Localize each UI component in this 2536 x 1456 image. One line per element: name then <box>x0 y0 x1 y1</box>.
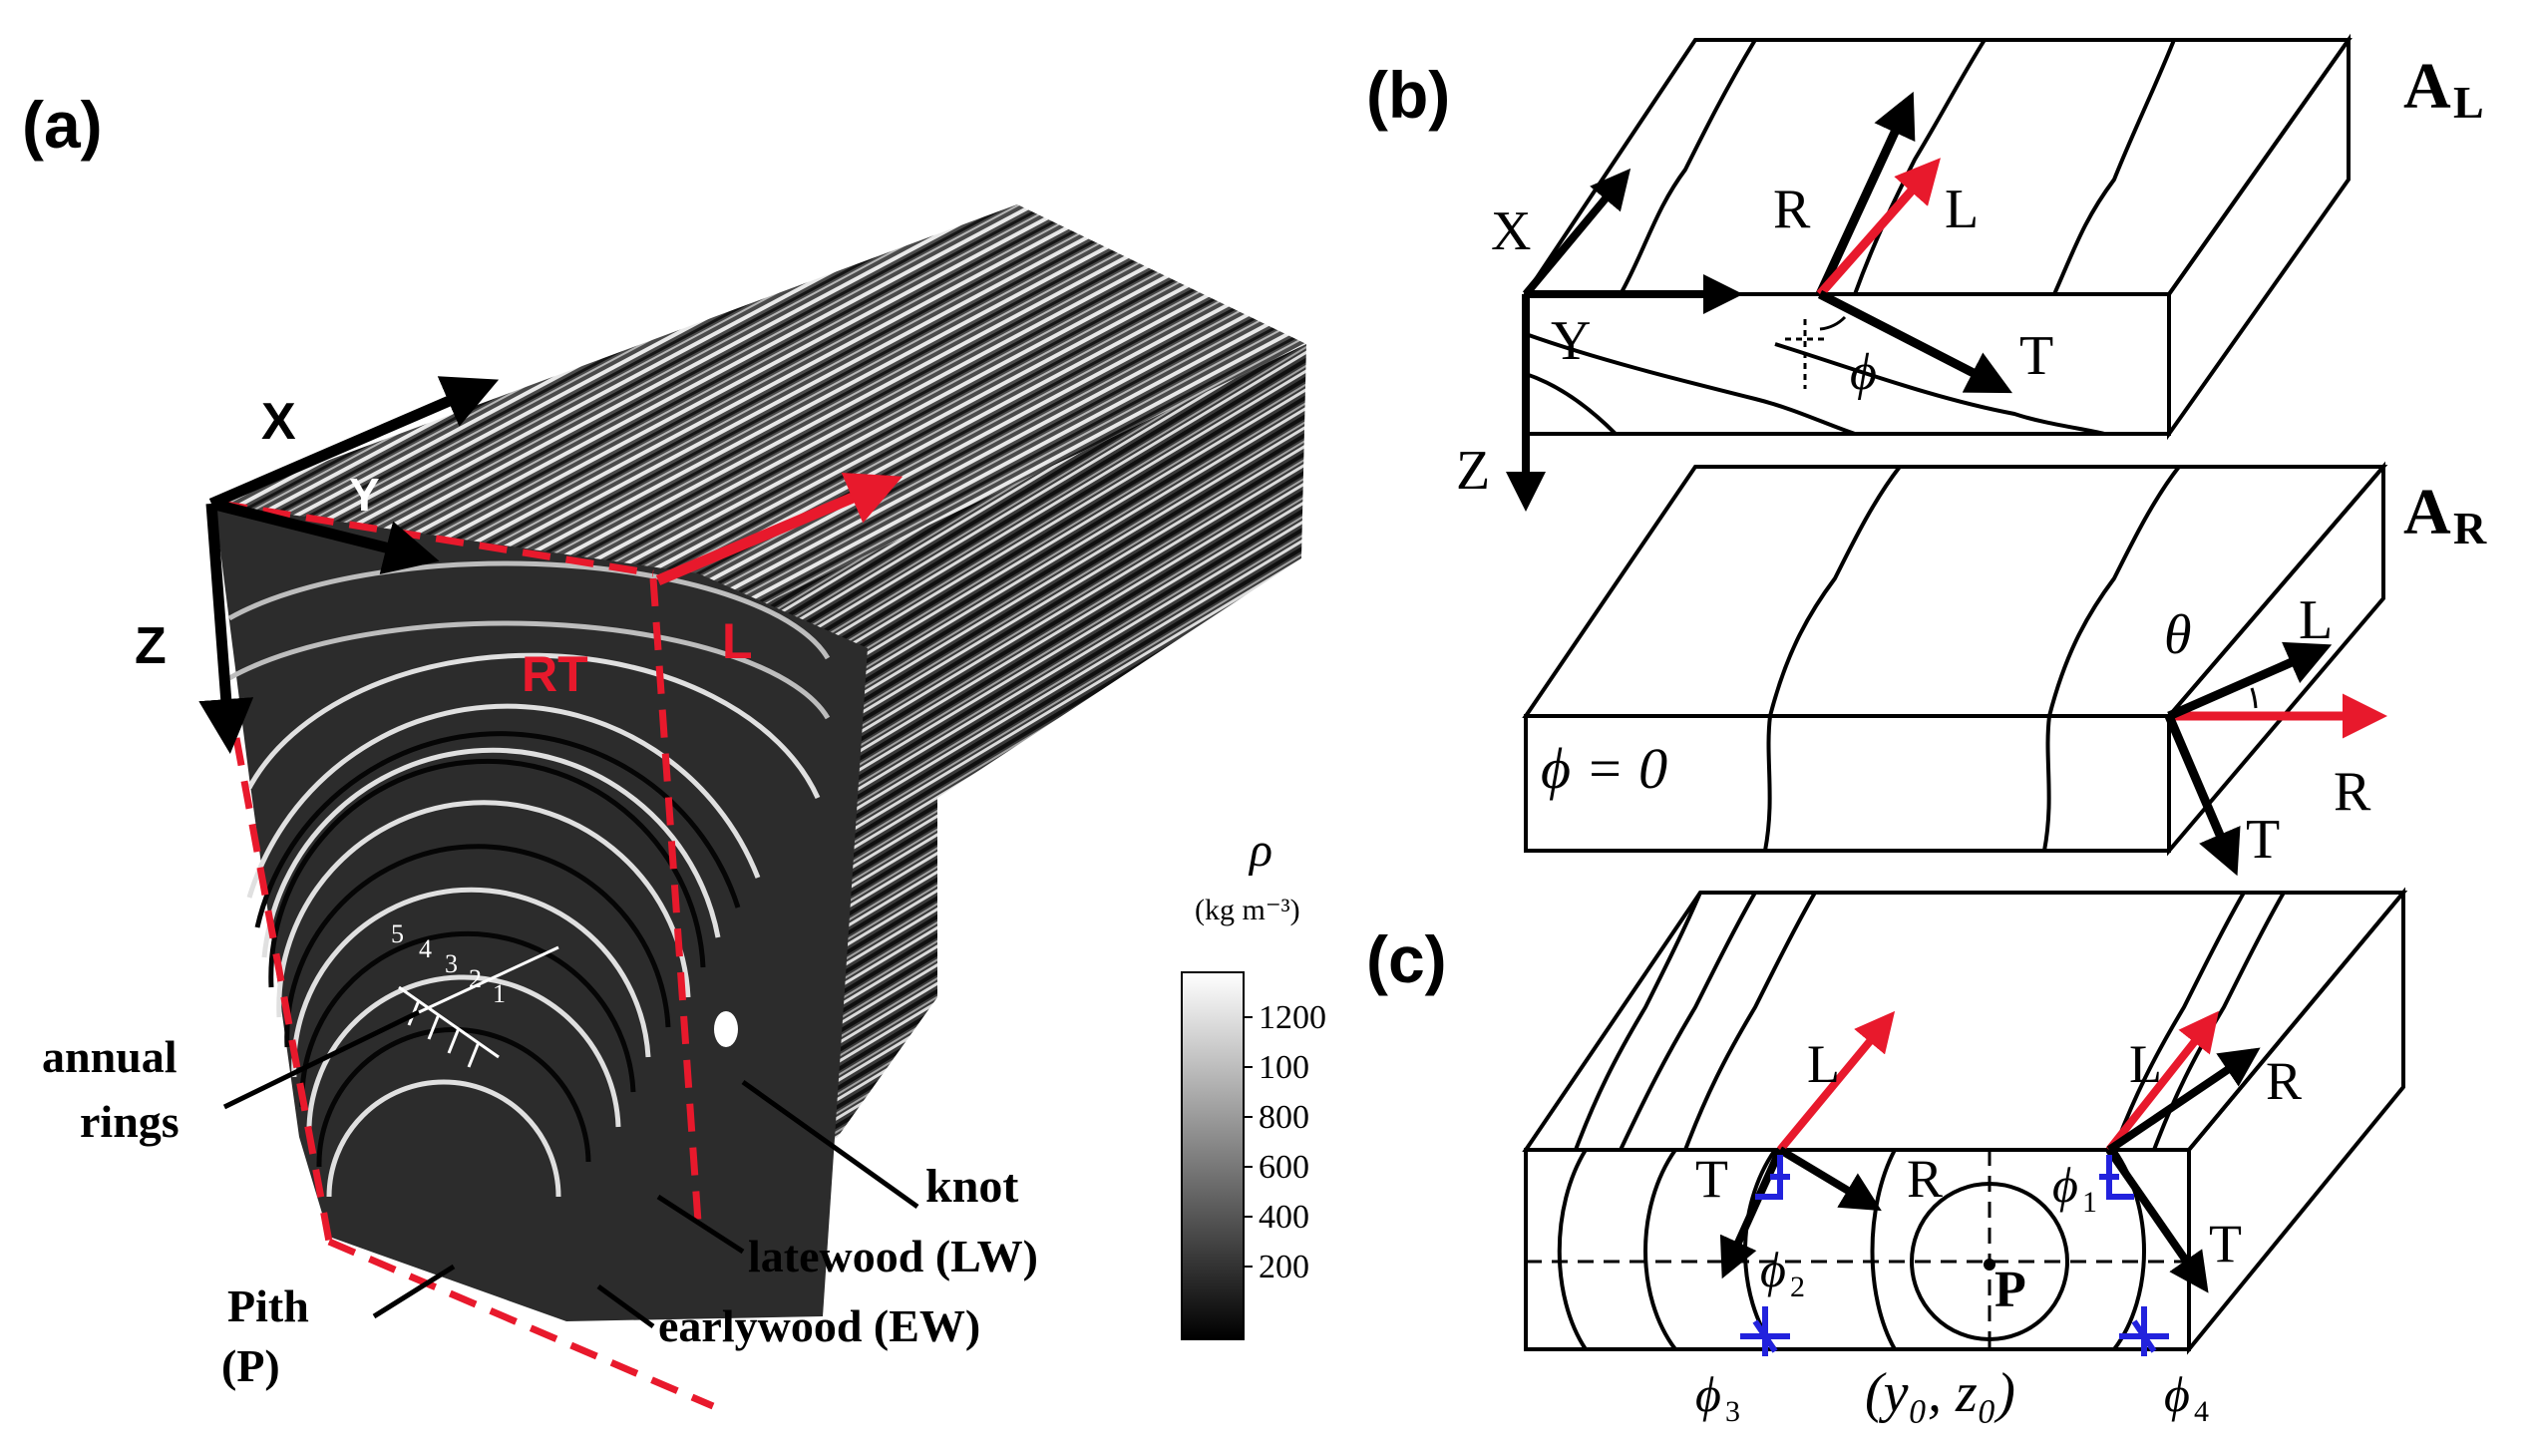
al-vector-t-label: T <box>2019 325 2053 387</box>
panel-a-label: (a) <box>22 88 103 162</box>
ring-number-3: 3 <box>445 949 458 978</box>
panel-b: (b) A L X Y Z R <box>1366 33 2487 877</box>
al-name-sub: L <box>2453 77 2484 128</box>
right-vector-set <box>2105 1010 2261 1293</box>
c-right-t-label: T <box>2209 1214 2242 1274</box>
axis-z-arrow <box>198 503 254 754</box>
annual-rings-label-line1: annual <box>42 1031 178 1082</box>
rt-label: RT <box>522 646 588 702</box>
al-name-main: A <box>2403 50 2451 123</box>
al-vector-l-label: L <box>1945 179 1979 240</box>
phi3-sub: 3 <box>1725 1395 1740 1428</box>
blue-angle-markers <box>1740 1155 2169 1356</box>
pith-point <box>1984 1259 1995 1271</box>
colorbar-symbol: ρ <box>1248 824 1272 877</box>
pith-p-label: P <box>1994 1262 2026 1318</box>
al-vector-r-label: R <box>1773 179 1811 240</box>
panel-b-label: (b) <box>1366 58 1450 132</box>
ar-equation: ϕ = 0 <box>1541 736 1667 801</box>
block-c <box>1522 887 2408 1355</box>
ring-ticks <box>398 985 500 1068</box>
ring-number-4: 4 <box>419 934 432 963</box>
colorbar-tick-100: 100 <box>1259 1049 1309 1086</box>
pith-label-line2: (P) <box>221 1340 280 1391</box>
block-ar <box>1522 461 2388 857</box>
earlywood-label: earlywood (EW) <box>658 1300 980 1351</box>
phi4-sub: 4 <box>2194 1395 2209 1428</box>
latewood-label: latewood (LW) <box>748 1231 1038 1281</box>
colorbar-tick-800: 800 <box>1259 1099 1309 1136</box>
l-direction-arrow <box>655 472 904 586</box>
block-al <box>1522 33 2353 441</box>
c-right-r-label: R <box>2266 1051 2302 1111</box>
ar-vector-l-label: L <box>2299 589 2333 651</box>
l-label: L <box>722 613 753 669</box>
colorbar-tick-200: 200 <box>1259 1249 1309 1285</box>
phi3-label: ϕ <box>1695 1366 1721 1422</box>
panel-a: (a) <box>22 88 1326 1410</box>
block-ar-vectors <box>2164 641 2387 877</box>
colorbar-gradient <box>1181 971 1245 1340</box>
colorbar-tick-600: 600 <box>1259 1149 1309 1186</box>
annual-ring-arcs <box>227 560 831 1198</box>
annual-ring-arcs-dark <box>254 731 741 1168</box>
ar-angle-theta: θ <box>2164 604 2192 666</box>
ar-vector-t-label: T <box>2246 809 2280 871</box>
ar-name-main: A <box>2403 476 2451 548</box>
c-left-r-label: R <box>1907 1149 1943 1209</box>
panel-c-label: (c) <box>1366 922 1447 996</box>
wood-front-face <box>214 504 868 1321</box>
pith-coords-label: (y₀, z₀) <box>1865 1362 2015 1424</box>
annotation-leaders-white <box>418 945 559 1014</box>
phi4-label: ϕ <box>2164 1366 2190 1422</box>
c-left-t-label: T <box>1695 1149 1728 1209</box>
left-vector-set <box>1719 1010 1896 1279</box>
ring-number-5: 5 <box>391 919 404 948</box>
phi1-label: ϕ <box>2052 1157 2078 1213</box>
ar-vector-r-label: R <box>2334 761 2371 823</box>
colorbar-tick-1200: 1200 <box>1259 999 1326 1036</box>
annual-rings-label-line2: rings <box>80 1096 180 1147</box>
al-angle-phi: ϕ <box>1850 344 1877 401</box>
axis-y-label: Y <box>349 469 380 521</box>
knot-label: knot <box>925 1160 1018 1213</box>
c-left-l-label: L <box>1807 1034 1840 1094</box>
ar-name-sub: R <box>2453 503 2487 553</box>
annotation-leaders <box>222 1009 919 1329</box>
axis-z-label: Z <box>135 617 167 675</box>
phi2-label: ϕ <box>1760 1242 1786 1297</box>
axis-x-label: X <box>261 393 296 451</box>
axis-y-arrow <box>209 498 440 574</box>
al-axis-z-label: Z <box>1456 440 1490 502</box>
al-axis-x-label: X <box>1491 200 1531 262</box>
panel-c: (c) <box>1366 887 2408 1428</box>
phi1-sub: 1 <box>2082 1186 2097 1219</box>
colorbar-unit: (kg m⁻³) <box>1195 894 1300 926</box>
axis-x-arrow <box>208 376 500 510</box>
phi2-sub: 2 <box>1790 1271 1805 1303</box>
block-al-axes <box>1506 91 2013 512</box>
al-axis-y-label: Y <box>1551 310 1591 372</box>
c-right-l-label: L <box>2129 1034 2162 1094</box>
knot-spot <box>714 1011 738 1047</box>
pith-label-line1: Pith <box>227 1280 309 1331</box>
colorbar-tick-marks <box>1244 1016 1253 1268</box>
ring-number-1: 1 <box>493 979 506 1008</box>
colorbar-tick-400: 400 <box>1259 1199 1309 1236</box>
density-colorbar: ρ (kg m⁻³) 1200 100 800 600 400 200 <box>1181 824 1326 1340</box>
